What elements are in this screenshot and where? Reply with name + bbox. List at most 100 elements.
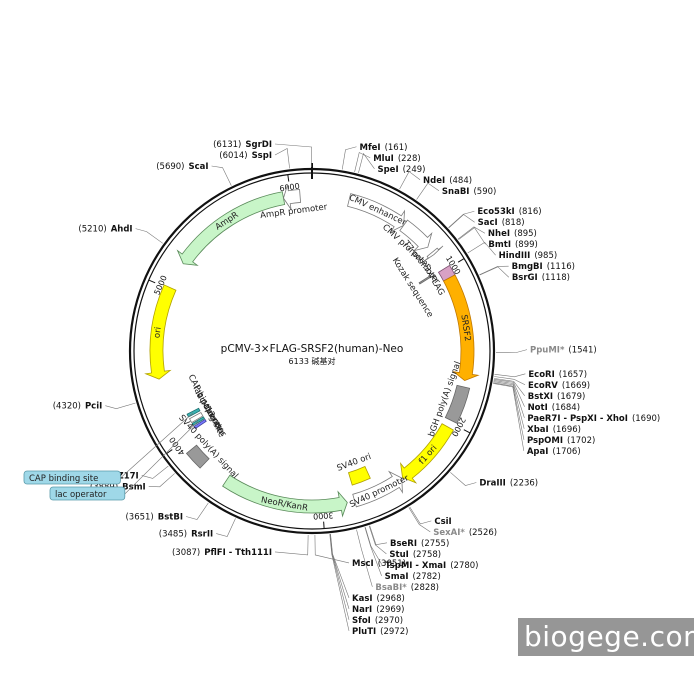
site-label: BmtI(899) [488,240,537,250]
site-leader-line [493,380,525,418]
site-position: (5210) [78,225,106,235]
site-leader-line [216,518,236,537]
site-leader-line [314,534,350,564]
site-leader-line [457,226,486,240]
site-position: (4320) [53,402,81,412]
bp-tick-2000 [463,429,471,434]
site-leader-line [211,165,232,186]
site-leader-line [135,228,163,244]
feature-neo-kanr [222,474,348,518]
callout-leader-line [120,412,194,479]
site-leader-line [274,148,290,169]
site-name: BmtI [488,240,511,250]
site-label: (6014)SspI [219,151,272,161]
feature-sv40-polya [185,444,210,469]
site-position: (3651) [125,513,153,523]
site-leader-line [479,265,509,275]
site-leader-line [493,379,525,407]
site-leader-line [364,527,382,576]
site-label: (3485) RsrII [159,530,213,540]
site-name: RsrII [191,530,213,540]
feature-label-srsf2: SRSF2 [458,314,472,342]
site-position: (985) [534,251,557,261]
site-label: EcoRI(1657) [528,370,587,380]
site-name: MluI [373,154,394,164]
feature-ori [144,284,177,380]
site-name: SpeI [377,165,398,175]
site-label: BstXI (1679) [528,392,586,402]
site-leader-line [274,534,309,556]
site-leader-line [185,502,209,520]
site-position: (249) [403,165,426,175]
site-label: (3087)PflFI - Tth111I [172,548,272,558]
site-leader-line [493,381,525,429]
site-leader-line [356,529,373,587]
site-label: SpeI (249) [377,165,425,175]
site-position: (2969) [376,605,404,615]
site-leader-line [495,349,528,353]
site-label: BseRI(2755) [390,539,449,549]
site-name: PaeR7I - PspXI - XhoI [527,414,628,424]
site-leader-line [458,227,486,245]
site-name: SexAI* [433,528,465,538]
site-leader-line [330,534,350,609]
site-label: CsiI [434,517,451,527]
site-leader-line [274,143,312,168]
site-label: PspOMI(1702) [527,436,595,446]
site-leader-line [448,210,475,228]
site-name: XbaI [527,425,549,435]
feature-srsf2 [443,274,480,382]
site-position: (1696) [553,425,581,435]
site-label: SexAI*(2526) [433,528,497,538]
bp-tick-label: 3000 [313,510,334,520]
site-label: SacI(818) [478,218,525,228]
site-position: (2780) [450,561,478,571]
site-name: ScaI [188,162,208,172]
site-position: (1684) [552,403,580,413]
site-position: (1679) [557,392,585,402]
plasmid-backbone [128,163,496,535]
site-name: BsrGI [512,273,538,283]
site-leader-line [399,171,421,190]
bp-tick-6000 [287,174,290,182]
site-position: (2968) [377,594,405,604]
site-position: (3485) [159,530,187,540]
site-name: CsiI [434,517,451,527]
feature-lac-operator [191,416,206,427]
site-label: NarI(2969) [352,605,404,615]
site-name: TspMI - XmaI [385,561,446,571]
site-leader-line [494,376,526,386]
site-label: PluTI(2972) [352,627,408,637]
site-name: EcoRI [528,370,554,380]
site-position: (895) [514,229,537,239]
bp-tick-5000 [148,279,156,284]
site-name: NheI [488,229,510,239]
feature-label-sv40-polya: SV40 poly(A) signal [176,413,240,481]
site-label: MfeI(161) [359,143,407,153]
callout-text: lac operator [55,490,107,500]
site-leader-line [329,534,350,631]
site-label: SmaI(2782) [385,572,441,582]
callout-leader-line [124,421,199,495]
site-position: (1702) [567,436,595,446]
site-name: BseRI [390,539,417,549]
site-position: (2970) [375,616,403,626]
site-label: (5690) ScaI [156,162,208,172]
site-name: PluTI [352,627,376,637]
site-name: BsmI [122,482,146,492]
site-leader-line [341,146,357,170]
site-label: Eco53kI(816) [477,207,541,217]
site-position: (161) [385,143,408,153]
feature-label-ori: ori [152,326,163,338]
site-leader-line [448,214,475,229]
site-name: Eco53kI [477,207,514,217]
site-leader-line [416,182,440,200]
site-leader-line [408,507,431,533]
site-label: KasI (2968) [352,594,405,604]
watermark-text: biogege.com [524,620,700,653]
site-name: KasI [352,594,373,604]
site-name: BstXI [528,392,553,402]
site-position: (5690) [156,162,184,172]
